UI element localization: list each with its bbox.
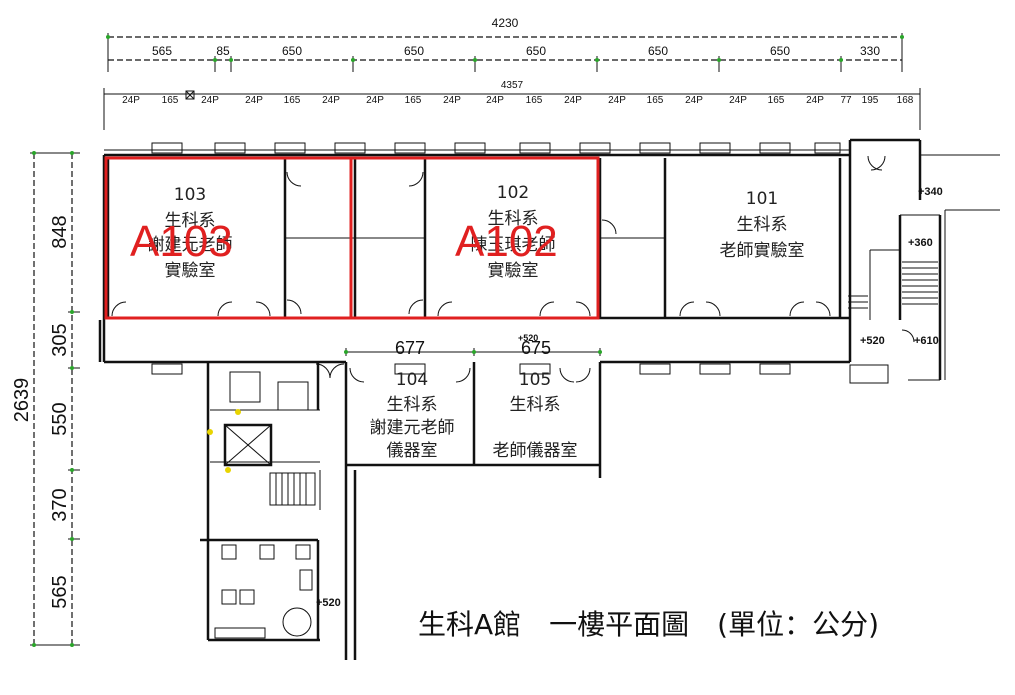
dim-second-seg: 165	[768, 95, 785, 106]
dim-second-seg: 24P	[322, 95, 340, 106]
level-marker: +520	[316, 597, 341, 609]
left-dimension: 2639 848 305 550 370 565	[11, 151, 80, 647]
room-type: 實驗室	[165, 261, 216, 281]
highlight-label: A102	[455, 217, 558, 266]
dim-second-seg: 165	[647, 95, 664, 106]
dim-second-seg: 24P	[366, 95, 384, 106]
dim-left-seg: 565	[49, 575, 71, 608]
room-dept: 生科系	[387, 395, 438, 415]
room-type: 儀器室	[387, 441, 438, 461]
room-type: 老師儀器室	[493, 441, 578, 461]
dim-top-seg: 650	[648, 44, 668, 58]
dim-left-seg: 848	[49, 215, 71, 248]
dim-second-total: 4357	[501, 80, 524, 91]
dim-second-seg: 24P	[729, 95, 747, 106]
dim-left-total: 2639	[11, 378, 33, 423]
dim-second-seg: 24P	[245, 95, 263, 106]
room-number: 101	[746, 189, 778, 209]
dim-top-seg: 330	[860, 44, 880, 58]
dim-second-seg: 24P	[443, 95, 461, 106]
dim-top-seg: 650	[282, 44, 302, 58]
level-markers: +340 +360 +520 +610 +520 +520	[316, 186, 943, 609]
dim-left-seg: 370	[49, 488, 71, 521]
windows	[151, 142, 841, 375]
second-segment-labels: 24P 165 24P 24P 165 24P 24P 165 24P 24P 165 24P 24P 1…	[122, 95, 914, 106]
dim-second-seg: 77	[840, 95, 852, 106]
dim-top-seg: 650	[526, 44, 546, 58]
room-dept: 生科系	[510, 395, 561, 415]
room-102: 102 生科系 陳玉琪老師 實驗室	[471, 183, 556, 281]
room-dept: 生科系	[488, 209, 539, 229]
dim-second-seg: 165	[162, 95, 179, 106]
dim-top-seg: 565	[152, 44, 172, 58]
room-number: 103	[174, 185, 206, 205]
room-type: 老師實驗室	[720, 241, 805, 261]
dim-second-seg: 195	[862, 95, 879, 106]
level-marker: +520	[518, 333, 538, 343]
level-marker: +520	[860, 335, 885, 347]
dim-second-seg: 168	[897, 95, 914, 106]
level-marker: +610	[914, 335, 939, 347]
dim-second-seg: 24P	[486, 95, 504, 106]
dim-second-seg: 24P	[685, 95, 703, 106]
room-dept: 生科系	[737, 215, 788, 235]
dim-top-seg: 85	[216, 44, 230, 58]
room-number: 105	[519, 370, 551, 390]
doors	[111, 155, 915, 383]
room-owner: 謝建元老師	[370, 418, 455, 438]
dim-top-seg: 650	[770, 44, 790, 58]
dim-second-seg: 24P	[201, 95, 219, 106]
room-103: 103 生科系 謝建元老師 實驗室	[148, 185, 233, 281]
dim-corridor-seg: 677	[395, 338, 425, 358]
level-marker: +340	[918, 186, 943, 198]
dim-corridor-seg: 675	[521, 338, 551, 358]
dim-left-seg: 550	[49, 402, 71, 435]
dim-second-seg: 24P	[122, 95, 140, 106]
room-104: 104 生科系 謝建元老師 儀器室	[370, 370, 455, 461]
dim-top-seg: 650	[404, 44, 424, 58]
dim-second-seg: 165	[405, 95, 422, 106]
room-101: 101 生科系 老師實驗室	[720, 189, 805, 261]
room-number: 102	[497, 183, 529, 203]
level-marker: +360	[908, 237, 933, 249]
dim-top-total: 4230	[492, 16, 519, 30]
dim-second-seg: 165	[526, 95, 543, 106]
dim-second-seg: 24P	[806, 95, 824, 106]
highlight-label: A103	[130, 217, 233, 266]
room-owner: 謝建元老師	[148, 235, 233, 255]
dim-second-seg: 24P	[564, 95, 582, 106]
highlight-a102: A102	[349, 156, 600, 320]
top-dimension: 4230 565 85 650 650 650 650 650 330	[106, 16, 904, 72]
dim-left-seg: 305	[49, 323, 71, 356]
room-number: 104	[396, 370, 428, 390]
dim-second-seg: 24P	[608, 95, 626, 106]
room-owner: 陳玉琪老師	[471, 235, 556, 255]
room-dept: 生科系	[165, 211, 216, 231]
dim-second-seg: 165	[284, 95, 301, 106]
plan-title: 生科A館 一樓平面圖 (單位：公分)	[418, 608, 879, 641]
room-type: 實驗室	[488, 261, 539, 281]
room-105: 105 生科系 老師儀器室	[493, 370, 578, 461]
